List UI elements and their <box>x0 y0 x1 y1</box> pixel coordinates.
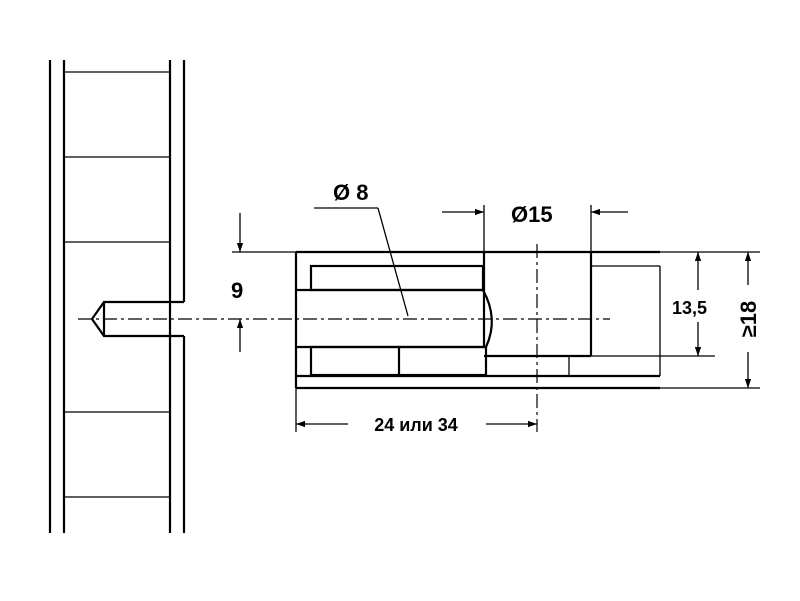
depth-dimension: 13,5 <box>660 251 715 357</box>
offset-dimension: 9 <box>231 213 296 352</box>
connector-housing <box>294 250 661 390</box>
side-panel <box>48 60 186 533</box>
panel-thickness-dimension: ≥18 <box>660 251 761 389</box>
dowel-diameter-leader: Ø 8 <box>314 180 409 317</box>
panel-thickness-label: ≥18 <box>736 301 761 338</box>
housing-diameter-label: Ø15 <box>511 202 553 227</box>
housing-diameter-dimension: Ø15 <box>442 202 628 252</box>
offset-label: 9 <box>231 278 243 303</box>
length-label: 24 или 34 <box>374 415 458 435</box>
length-dimension: 24 или 34 <box>295 388 537 435</box>
depth-label: 13,5 <box>672 298 707 318</box>
dowel-diameter-label: Ø 8 <box>333 180 368 205</box>
